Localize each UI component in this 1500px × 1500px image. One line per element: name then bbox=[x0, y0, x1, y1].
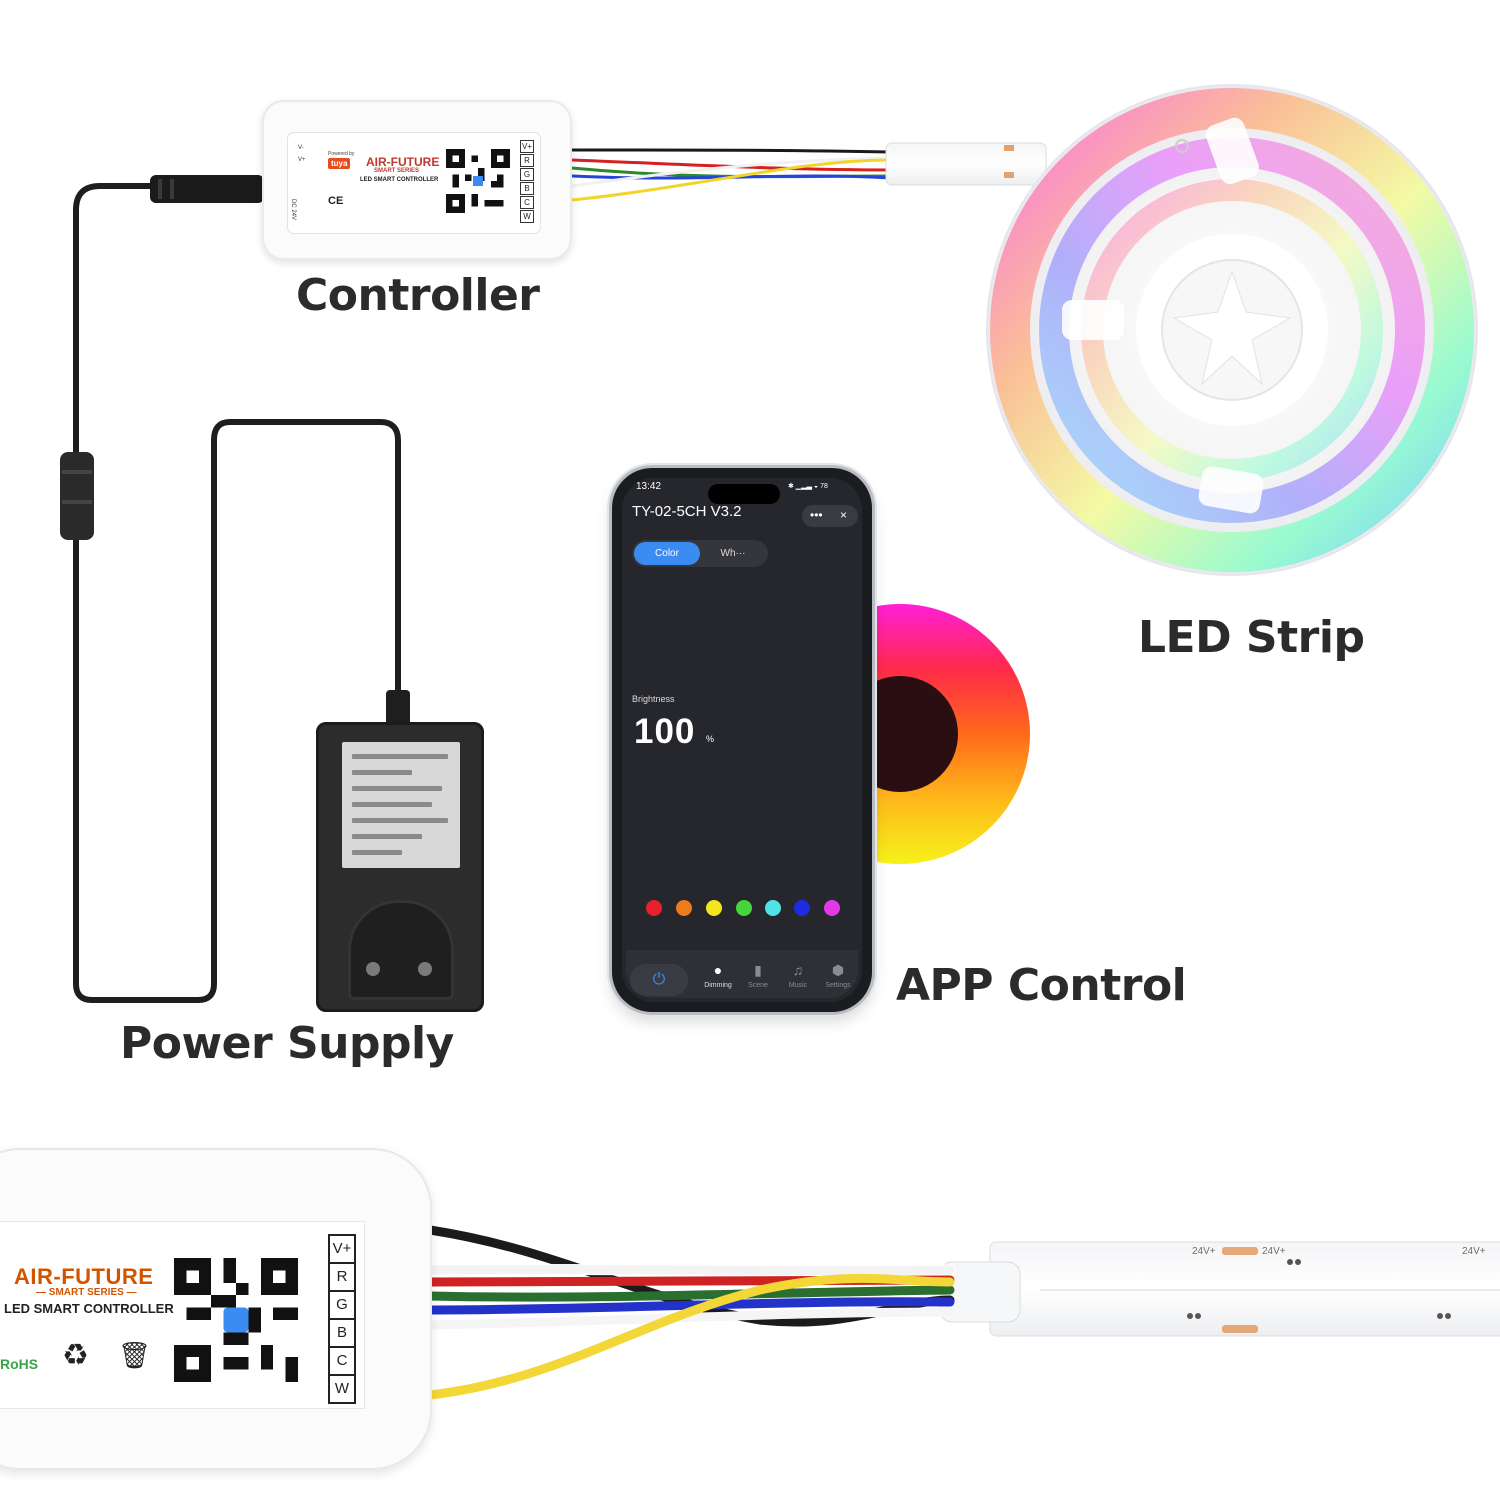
device-title: TY-02-5CH V3.2 bbox=[632, 503, 742, 520]
power-cable bbox=[73, 183, 401, 1003]
pin-label: B bbox=[328, 1318, 356, 1346]
powered-by: Powered by bbox=[328, 151, 355, 157]
pin-label: G bbox=[328, 1290, 356, 1318]
tab-settings[interactable]: ⬢ Settings bbox=[816, 962, 860, 989]
tab-label: Settings bbox=[825, 982, 851, 989]
header-actions: ••• × bbox=[802, 505, 858, 527]
color-swatch[interactable] bbox=[646, 900, 662, 916]
controller-sticker: V- V+ DC 24V Powered by tuya AIR-FUTURE … bbox=[288, 133, 540, 233]
tab-scene[interactable]: ▮ Scene bbox=[736, 962, 780, 989]
more-button[interactable]: ••• bbox=[810, 508, 823, 522]
strip-mark: 24V+ bbox=[1192, 1246, 1216, 1257]
power-icon[interactable]: ⏻ bbox=[630, 964, 688, 996]
color-swatch[interactable] bbox=[765, 900, 781, 916]
tab-white[interactable]: Wh··· bbox=[720, 548, 746, 559]
pin-legend: V+ R G B C W bbox=[328, 1234, 356, 1404]
brand-series: SMART SERIES bbox=[374, 168, 420, 174]
tab-label: Dimming bbox=[704, 982, 732, 989]
tab-label: Scene bbox=[748, 982, 768, 989]
dc-barrel-connector bbox=[150, 175, 264, 203]
bulb-icon: ● bbox=[713, 962, 723, 978]
pin-label: W bbox=[520, 210, 534, 223]
pin-legend: V+ R G B C W bbox=[520, 140, 534, 224]
strip-mark: 24V+ bbox=[1262, 1246, 1286, 1257]
pin-label: V+ bbox=[520, 140, 534, 153]
v-plus-mark: V+ bbox=[298, 157, 306, 163]
color-swatch[interactable] bbox=[736, 900, 752, 916]
tab-label: Music bbox=[788, 982, 808, 989]
brand-name: AIR-FUTURE bbox=[366, 155, 440, 169]
tuya-logo: tuya bbox=[328, 158, 351, 169]
qr-code-icon bbox=[174, 1258, 298, 1382]
pin-label: W bbox=[328, 1374, 356, 1404]
model-name: LED SMART CONTROLLER bbox=[4, 1301, 174, 1316]
plug-pin bbox=[366, 962, 380, 976]
brand-series: — SMART SERIES — bbox=[36, 1287, 137, 1298]
color-swatch[interactable] bbox=[794, 900, 810, 916]
ce-mark: CE bbox=[328, 195, 344, 207]
tab-color[interactable]: Color bbox=[634, 542, 700, 565]
pin-label: R bbox=[328, 1262, 356, 1290]
color-swatch[interactable] bbox=[706, 900, 722, 916]
qr-code-icon bbox=[446, 149, 510, 213]
pin-label: B bbox=[520, 182, 534, 195]
dc-in-mark: DC 24V bbox=[290, 199, 296, 221]
controller-caption: Controller bbox=[296, 270, 540, 321]
plug-pin bbox=[418, 962, 432, 976]
music-icon: ♫ bbox=[792, 962, 804, 978]
status-icons: ✱ ▁▂▃ ◒ 78 bbox=[788, 483, 828, 490]
controller-wires-small bbox=[571, 148, 891, 202]
eu-plug-icon bbox=[348, 900, 454, 1000]
scene-icon: ▮ bbox=[754, 962, 762, 978]
tab-dimming[interactable]: ● Dimming bbox=[696, 962, 740, 989]
color-swatch[interactable] bbox=[824, 900, 840, 916]
strip-mark: 24V+ bbox=[1462, 1246, 1486, 1257]
pin-label: V+ bbox=[328, 1234, 356, 1262]
ferrite-bead bbox=[60, 452, 94, 540]
power-supply-caption: Power Supply bbox=[120, 1018, 454, 1069]
pin-label: G bbox=[520, 168, 534, 181]
brightness-label: Brightness bbox=[632, 694, 675, 704]
tab-music[interactable]: ♫ Music bbox=[776, 962, 820, 989]
status-time: 13:42 bbox=[636, 481, 662, 492]
v-minus-mark: V- bbox=[298, 145, 304, 151]
pin-label: C bbox=[328, 1346, 356, 1374]
app-control-caption: APP Control bbox=[896, 960, 1187, 1011]
pin-label: C bbox=[520, 196, 534, 209]
weee-bin-icon: 🗑 bbox=[118, 1340, 152, 1370]
brightness-value: 100 bbox=[634, 712, 696, 751]
model-name: LED SMART CONTROLLER bbox=[360, 177, 439, 183]
color-swatch[interactable] bbox=[676, 900, 692, 916]
settings-icon: ⬢ bbox=[831, 962, 845, 978]
controller-wires-big bbox=[424, 1225, 956, 1400]
brightness-unit: % bbox=[706, 734, 715, 744]
close-button[interactable]: × bbox=[840, 508, 848, 522]
rohs-mark: RoHS bbox=[0, 1356, 39, 1372]
led-strip-caption: LED Strip bbox=[1138, 612, 1365, 663]
recycle-icon: ♻ bbox=[62, 1339, 89, 1372]
dynamic-island bbox=[708, 484, 780, 504]
power-supply-sticker bbox=[342, 742, 460, 868]
brand-name: AIR-FUTURE bbox=[14, 1264, 154, 1289]
pin-label: R bbox=[520, 154, 534, 167]
